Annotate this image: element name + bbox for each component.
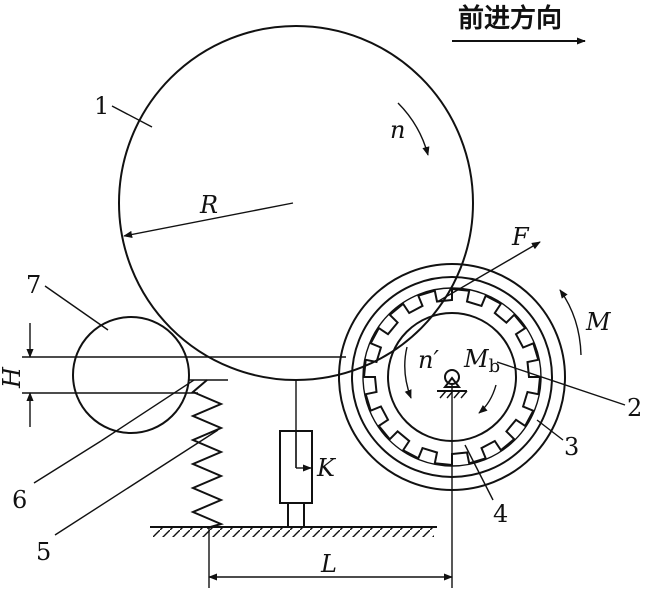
brake-moment-arrow	[478, 384, 497, 414]
rotation-n-arrow	[397, 102, 430, 156]
small-roller: 7	[26, 271, 190, 434]
height-label: H	[0, 366, 26, 389]
radius-arrow	[123, 202, 294, 238]
damper-assembly: K	[279, 380, 337, 527]
brake-moment-label: Mb	[463, 345, 500, 377]
rotation-n-label: n	[390, 116, 405, 144]
force-arrow	[436, 241, 541, 303]
small-roller-circle	[72, 316, 190, 434]
pivot-pin	[444, 369, 460, 385]
leader-7	[44, 285, 109, 331]
moment-arrow	[559, 289, 582, 356]
radius-label: R	[199, 191, 218, 219]
direction-indicator: 前进方向	[452, 3, 586, 45]
part-3-label: 3	[564, 433, 579, 461]
leader-6-a	[100, 379, 195, 442]
large-wheel: R n 1	[94, 25, 474, 381]
leader-5	[54, 429, 219, 536]
length-label: L	[320, 550, 337, 578]
height-dimension: H	[0, 323, 346, 427]
drum-assembly: F M n′ Mb 2 3 4	[338, 223, 642, 528]
pivot-hatch	[439, 390, 468, 399]
leader-1	[111, 105, 153, 128]
leader-4	[464, 444, 494, 501]
leader-3	[536, 419, 564, 441]
part-5-label: 5	[36, 538, 51, 566]
leader-6	[33, 440, 102, 484]
part-6-label: 6	[12, 486, 27, 514]
spring-coil	[190, 379, 224, 529]
leader-2	[496, 361, 626, 406]
part-2-label: 2	[627, 394, 642, 422]
spring-assembly: 6 5	[12, 379, 228, 566]
force-label: F	[511, 223, 530, 251]
length-dimension: L	[208, 385, 453, 588]
large-wheel-circle	[118, 25, 474, 381]
direction-label: 前进方向	[458, 3, 562, 34]
ground-hatch	[153, 527, 434, 537]
part-7-label: 7	[26, 271, 41, 299]
moment-label: M	[585, 308, 612, 336]
part-4-label: 4	[493, 500, 508, 528]
ground	[150, 526, 437, 537]
damper-label: K	[316, 454, 337, 482]
rotation-n-prime-arrow	[404, 346, 412, 399]
rotation-n-prime-label: n′	[418, 346, 439, 374]
part-1-label: 1	[94, 92, 109, 120]
